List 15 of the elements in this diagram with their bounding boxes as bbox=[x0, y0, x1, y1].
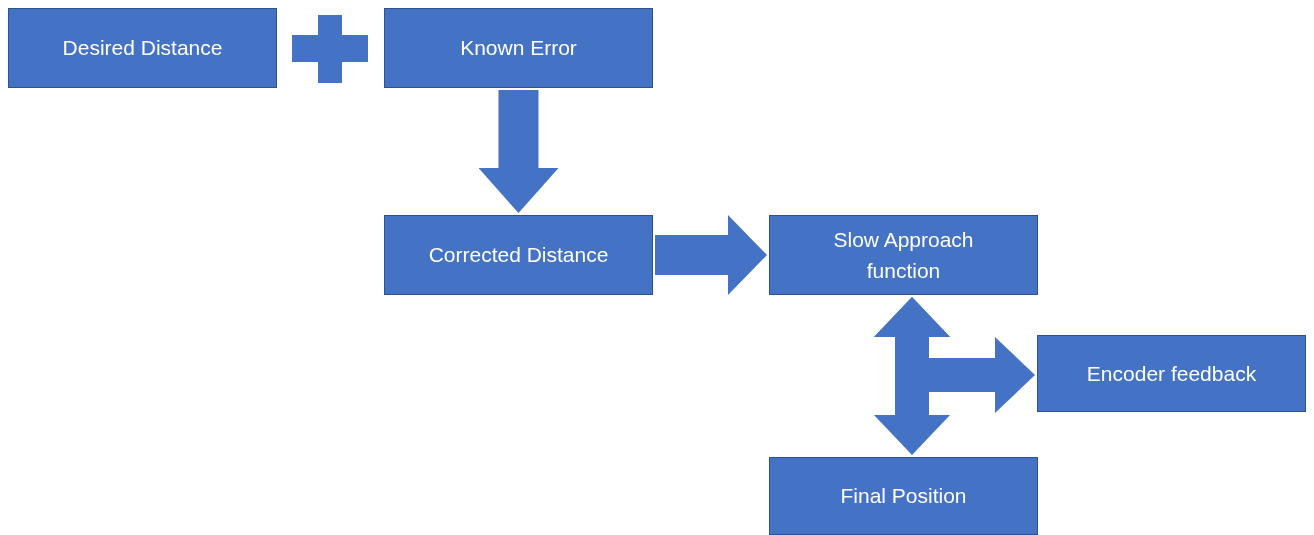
process-box bbox=[384, 8, 653, 88]
box-label: Desired Distance bbox=[62, 35, 223, 62]
process-box bbox=[769, 215, 1038, 295]
block-arrow bbox=[478, 90, 559, 213]
box-label: Corrected Distance bbox=[428, 242, 609, 269]
box-label: Final Position bbox=[840, 483, 967, 510]
block-arrow bbox=[874, 297, 1035, 413]
block-arrow bbox=[655, 215, 767, 295]
process-box bbox=[1037, 335, 1306, 412]
box-label: Encoder feedback bbox=[1086, 360, 1257, 387]
box-label: Slow Approach function bbox=[832, 226, 975, 284]
process-box bbox=[769, 457, 1038, 535]
process-box bbox=[8, 8, 277, 88]
process-box bbox=[384, 215, 653, 295]
box-label: Known Error bbox=[460, 35, 577, 62]
